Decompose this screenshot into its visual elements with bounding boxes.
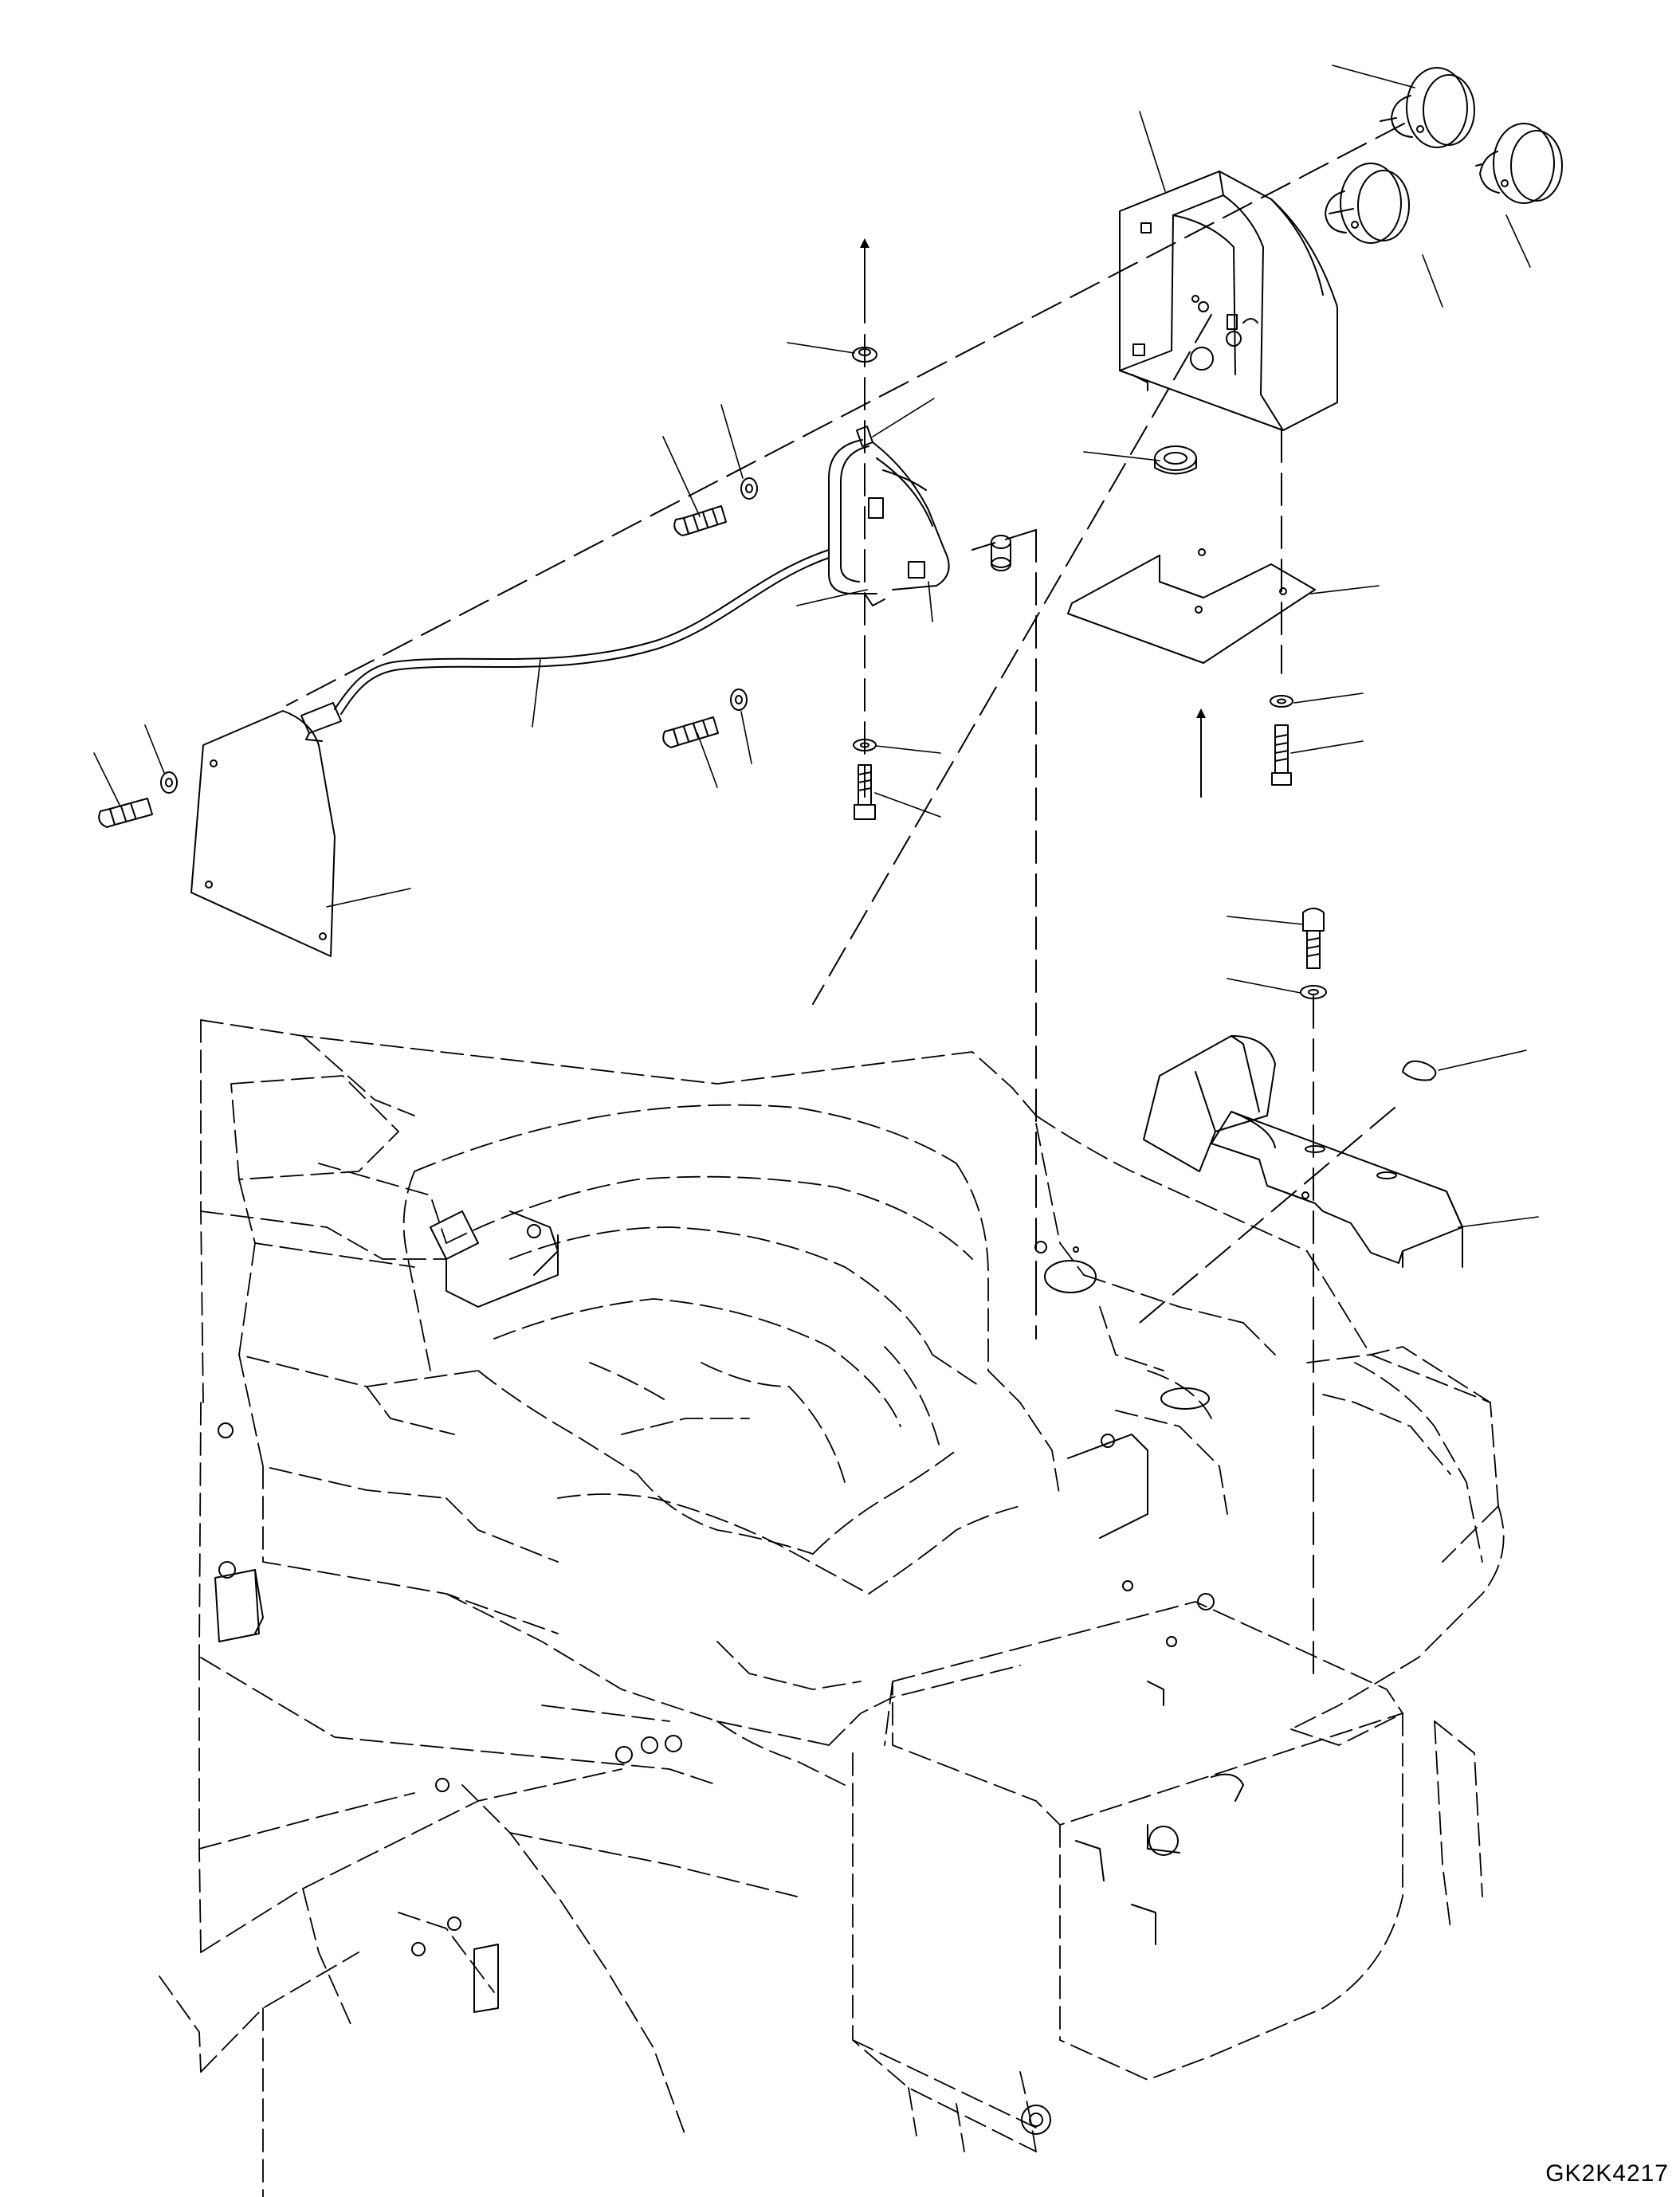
bracket-bolt-bottom: [663, 717, 718, 747]
drawing-code: GK2K4217: [1545, 2160, 1669, 2187]
rubber-pad: [1403, 1061, 1435, 1081]
leader-lines: [94, 65, 1538, 1227]
plate-bolt: [1272, 725, 1291, 785]
lamp-housing-box: [1120, 171, 1337, 430]
lower-washer: [854, 740, 876, 751]
lamp-bracket: [829, 426, 949, 606]
nut: [853, 347, 877, 362]
rubber-grommet: [1155, 446, 1196, 474]
wire-harness: [301, 550, 829, 741]
spacer-collar: [991, 536, 1011, 571]
phantom-alignment-lines: [287, 124, 1404, 1673]
mounting-plate: [1068, 549, 1315, 663]
plate-washer: [1270, 696, 1293, 707]
bracket-washer-top: [741, 478, 757, 499]
frame-fasteners: [215, 1211, 1243, 2134]
dome-lamp-3: [1476, 124, 1562, 203]
step-guard: [1211, 1112, 1462, 1267]
dome-lamp-2: [1325, 163, 1409, 243]
cover-bolt: [99, 798, 152, 827]
guard-bolt: [1303, 908, 1324, 968]
cover-plate: [191, 711, 335, 956]
cover-washer: [161, 772, 177, 793]
lower-bolt: [854, 765, 875, 819]
step-block: [1144, 1036, 1275, 1171]
machine-frame: [159, 1020, 1504, 2197]
bracket-bolt-top: [674, 506, 726, 536]
dome-lamp-1: [1380, 68, 1474, 147]
bracket-washer-bottom: [731, 689, 747, 710]
guard-washer: [1301, 986, 1326, 998]
